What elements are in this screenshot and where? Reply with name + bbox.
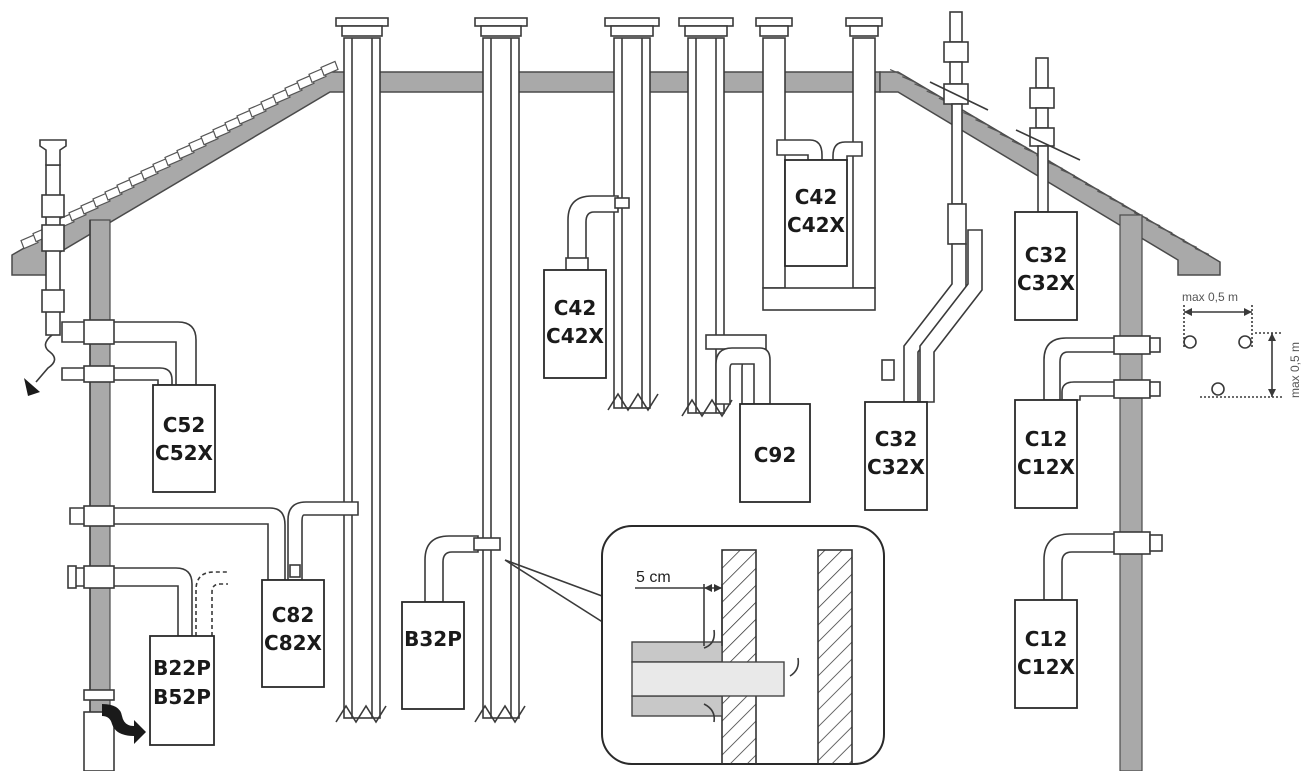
roof-tile: [1048, 162, 1063, 170]
terminal-symbol: [1211, 382, 1225, 396]
svg-text:C82: C82: [272, 603, 315, 627]
dimension-vertical: max 0,5 m: [1288, 342, 1302, 398]
boiler-c32-mid: C32 C32X: [864, 401, 928, 511]
boiler-c32-top: C32 C32X: [1014, 211, 1078, 321]
terminal-spacing-detail: max 0,5 m max 0,5 m: [1182, 290, 1302, 398]
boiler-b32p: B32P: [401, 601, 465, 710]
boiler-b22p: B22P B52P: [149, 635, 215, 746]
roof-tile: [1182, 240, 1197, 248]
roof-tile: [1060, 169, 1076, 177]
shaft-1: [335, 17, 389, 724]
svg-text:C12: C12: [1025, 627, 1068, 651]
left-outer-wall: [89, 219, 111, 771]
svg-text:C32: C32: [875, 427, 918, 451]
svg-text:C42X: C42X: [546, 324, 605, 348]
roof-tile: [963, 111, 978, 120]
roof-tile: [999, 133, 1015, 141]
roof-tile: [1194, 247, 1210, 255]
svg-text:C92: C92: [754, 443, 797, 467]
svg-text:C82X: C82X: [264, 631, 323, 655]
svg-text:C42: C42: [795, 185, 838, 209]
roof-tile: [1170, 233, 1185, 241]
inset-distance-label: 5 cm: [636, 569, 671, 586]
b32-flue-system: [424, 535, 501, 603]
boiler-c42-mid: C42 C42X: [543, 269, 607, 379]
svg-text:C12X: C12X: [1017, 455, 1076, 479]
roof-tile: [914, 83, 929, 91]
svg-text:C12X: C12X: [1017, 655, 1076, 679]
c32-mid-flue-system: [881, 11, 989, 403]
roof-tile: [975, 119, 990, 127]
roof-ridge-beam: [344, 71, 881, 93]
roof-tile: [320, 60, 339, 77]
c32-top-flue-system: [1015, 57, 1081, 213]
roof-tile: [1011, 140, 1027, 148]
wall-passage-inset: 5 cm: [504, 525, 885, 765]
svg-text:C52X: C52X: [155, 441, 214, 465]
right-outer-wall: [1119, 214, 1143, 771]
c92-flue-system: [705, 334, 771, 405]
roof-tiles-right: [889, 69, 1210, 255]
boiler-c92: C92: [739, 403, 811, 503]
svg-text:C32X: C32X: [1017, 271, 1076, 295]
roof-tile: [902, 76, 917, 84]
boiler-c52: C52 C52X: [152, 384, 216, 493]
boiler-c82: C82 C82X: [261, 579, 325, 688]
svg-text:B22P: B22P: [153, 656, 211, 680]
shaft-4: [678, 17, 734, 418]
roof-tile: [926, 90, 941, 98]
roof-tiles-left: [20, 60, 339, 250]
c12-bottom-flue-system: [1043, 531, 1163, 601]
c42-mid-flue-system: [565, 195, 630, 271]
svg-text:C42X: C42X: [787, 213, 846, 237]
boiler-c42-top: C42 C42X: [784, 159, 848, 267]
roof-tile: [1023, 147, 1039, 155]
svg-text:C12: C12: [1025, 427, 1068, 451]
c12-top-flue-system: [1043, 335, 1161, 401]
svg-text:B52P: B52P: [153, 685, 211, 709]
wind-arrow-icon: [102, 704, 146, 744]
roof-tile: [1145, 219, 1161, 227]
roof-tile: [1097, 190, 1112, 198]
roof-tile: [1121, 204, 1136, 213]
boiler-c12-bottom: C12 C12X: [1014, 599, 1078, 709]
svg-text:C42: C42: [554, 296, 597, 320]
roof-tile: [1084, 183, 1100, 191]
roof-tile: [1072, 176, 1088, 184]
svg-text:C32X: C32X: [867, 455, 926, 479]
roof-tile: [987, 126, 1002, 134]
svg-text:B32P: B32P: [404, 627, 462, 651]
roof-tile: [889, 69, 905, 77]
exhaust-arrow-icon: [24, 378, 40, 396]
wall-collars-left: [67, 319, 115, 771]
svg-text:C32: C32: [1025, 243, 1068, 267]
svg-text:C52: C52: [163, 413, 206, 437]
terminal-symbol: [1238, 335, 1252, 349]
shaft-3: [604, 17, 660, 412]
roof-tile: [1158, 226, 1173, 234]
c42-top-frame: [755, 17, 883, 311]
shaft-2: [474, 17, 528, 724]
inset-leader: [504, 559, 613, 629]
dimension-horizontal: max 0,5 m: [1182, 290, 1238, 304]
roof-tile: [1109, 197, 1124, 205]
terminal-symbol: [1183, 335, 1197, 349]
boiler-c12-top: C12 C12X: [1014, 399, 1078, 509]
